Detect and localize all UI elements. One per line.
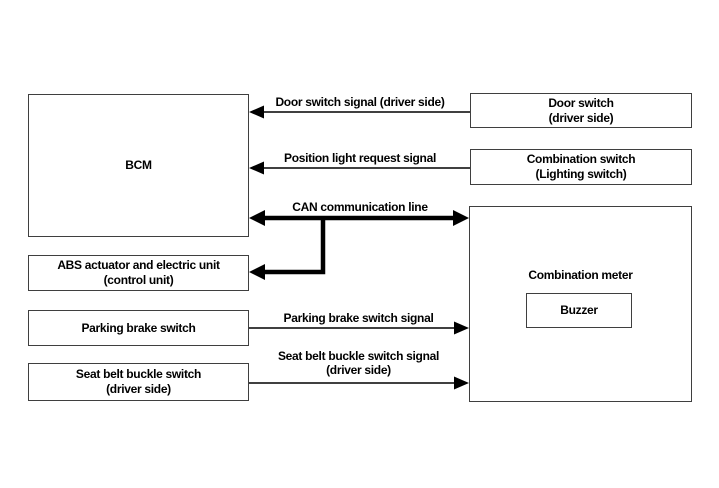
label-door-switch-signal: Door switch signal (driver side) <box>275 95 445 109</box>
combination-meter-label: Combination meter <box>528 268 633 282</box>
node-combination-switch: Combination switch (Lighting switch) <box>470 149 692 185</box>
label-seat-belt-buckle-switch-signal: Seat belt buckle switch signal (driver s… <box>277 349 440 377</box>
node-abs-actuator-unit: ABS actuator and electric unit (control … <box>28 255 249 291</box>
node-bcm: BCM <box>28 94 249 237</box>
arrow-can-branch-abs <box>249 218 326 280</box>
node-buzzer: Buzzer <box>526 293 632 328</box>
node-door-switch: Door switch (driver side) <box>470 93 692 128</box>
node-seat-belt-buckle-switch: Seat belt buckle switch (driver side) <box>28 363 249 401</box>
label-parking-brake-switch-signal: Parking brake switch signal <box>283 311 434 325</box>
label-position-light-request-signal: Position light request signal <box>284 151 436 165</box>
arrow-seat-belt-buckle-switch-signal <box>249 376 469 390</box>
label-can-communication-line: CAN communication line <box>292 200 428 214</box>
node-parking-brake-switch: Parking brake switch <box>28 310 249 346</box>
